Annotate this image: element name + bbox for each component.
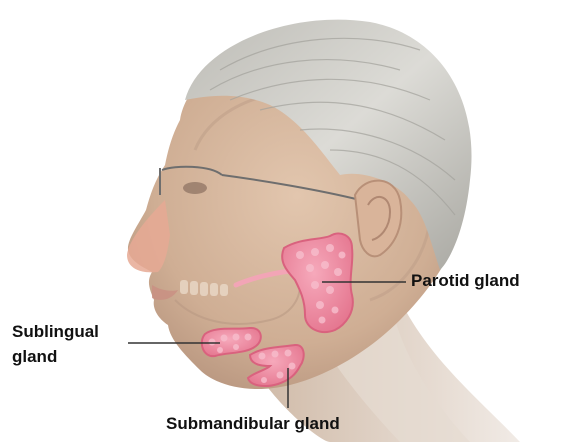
eye [183,182,207,194]
sublingual-gland-label-line1: Sublingual [12,321,99,343]
parotid-gland-label: Parotid gland [411,270,520,292]
sublingual-gland-label-line2: gland [12,346,57,368]
submandibular-gland-label: Submandibular gland [166,413,340,435]
